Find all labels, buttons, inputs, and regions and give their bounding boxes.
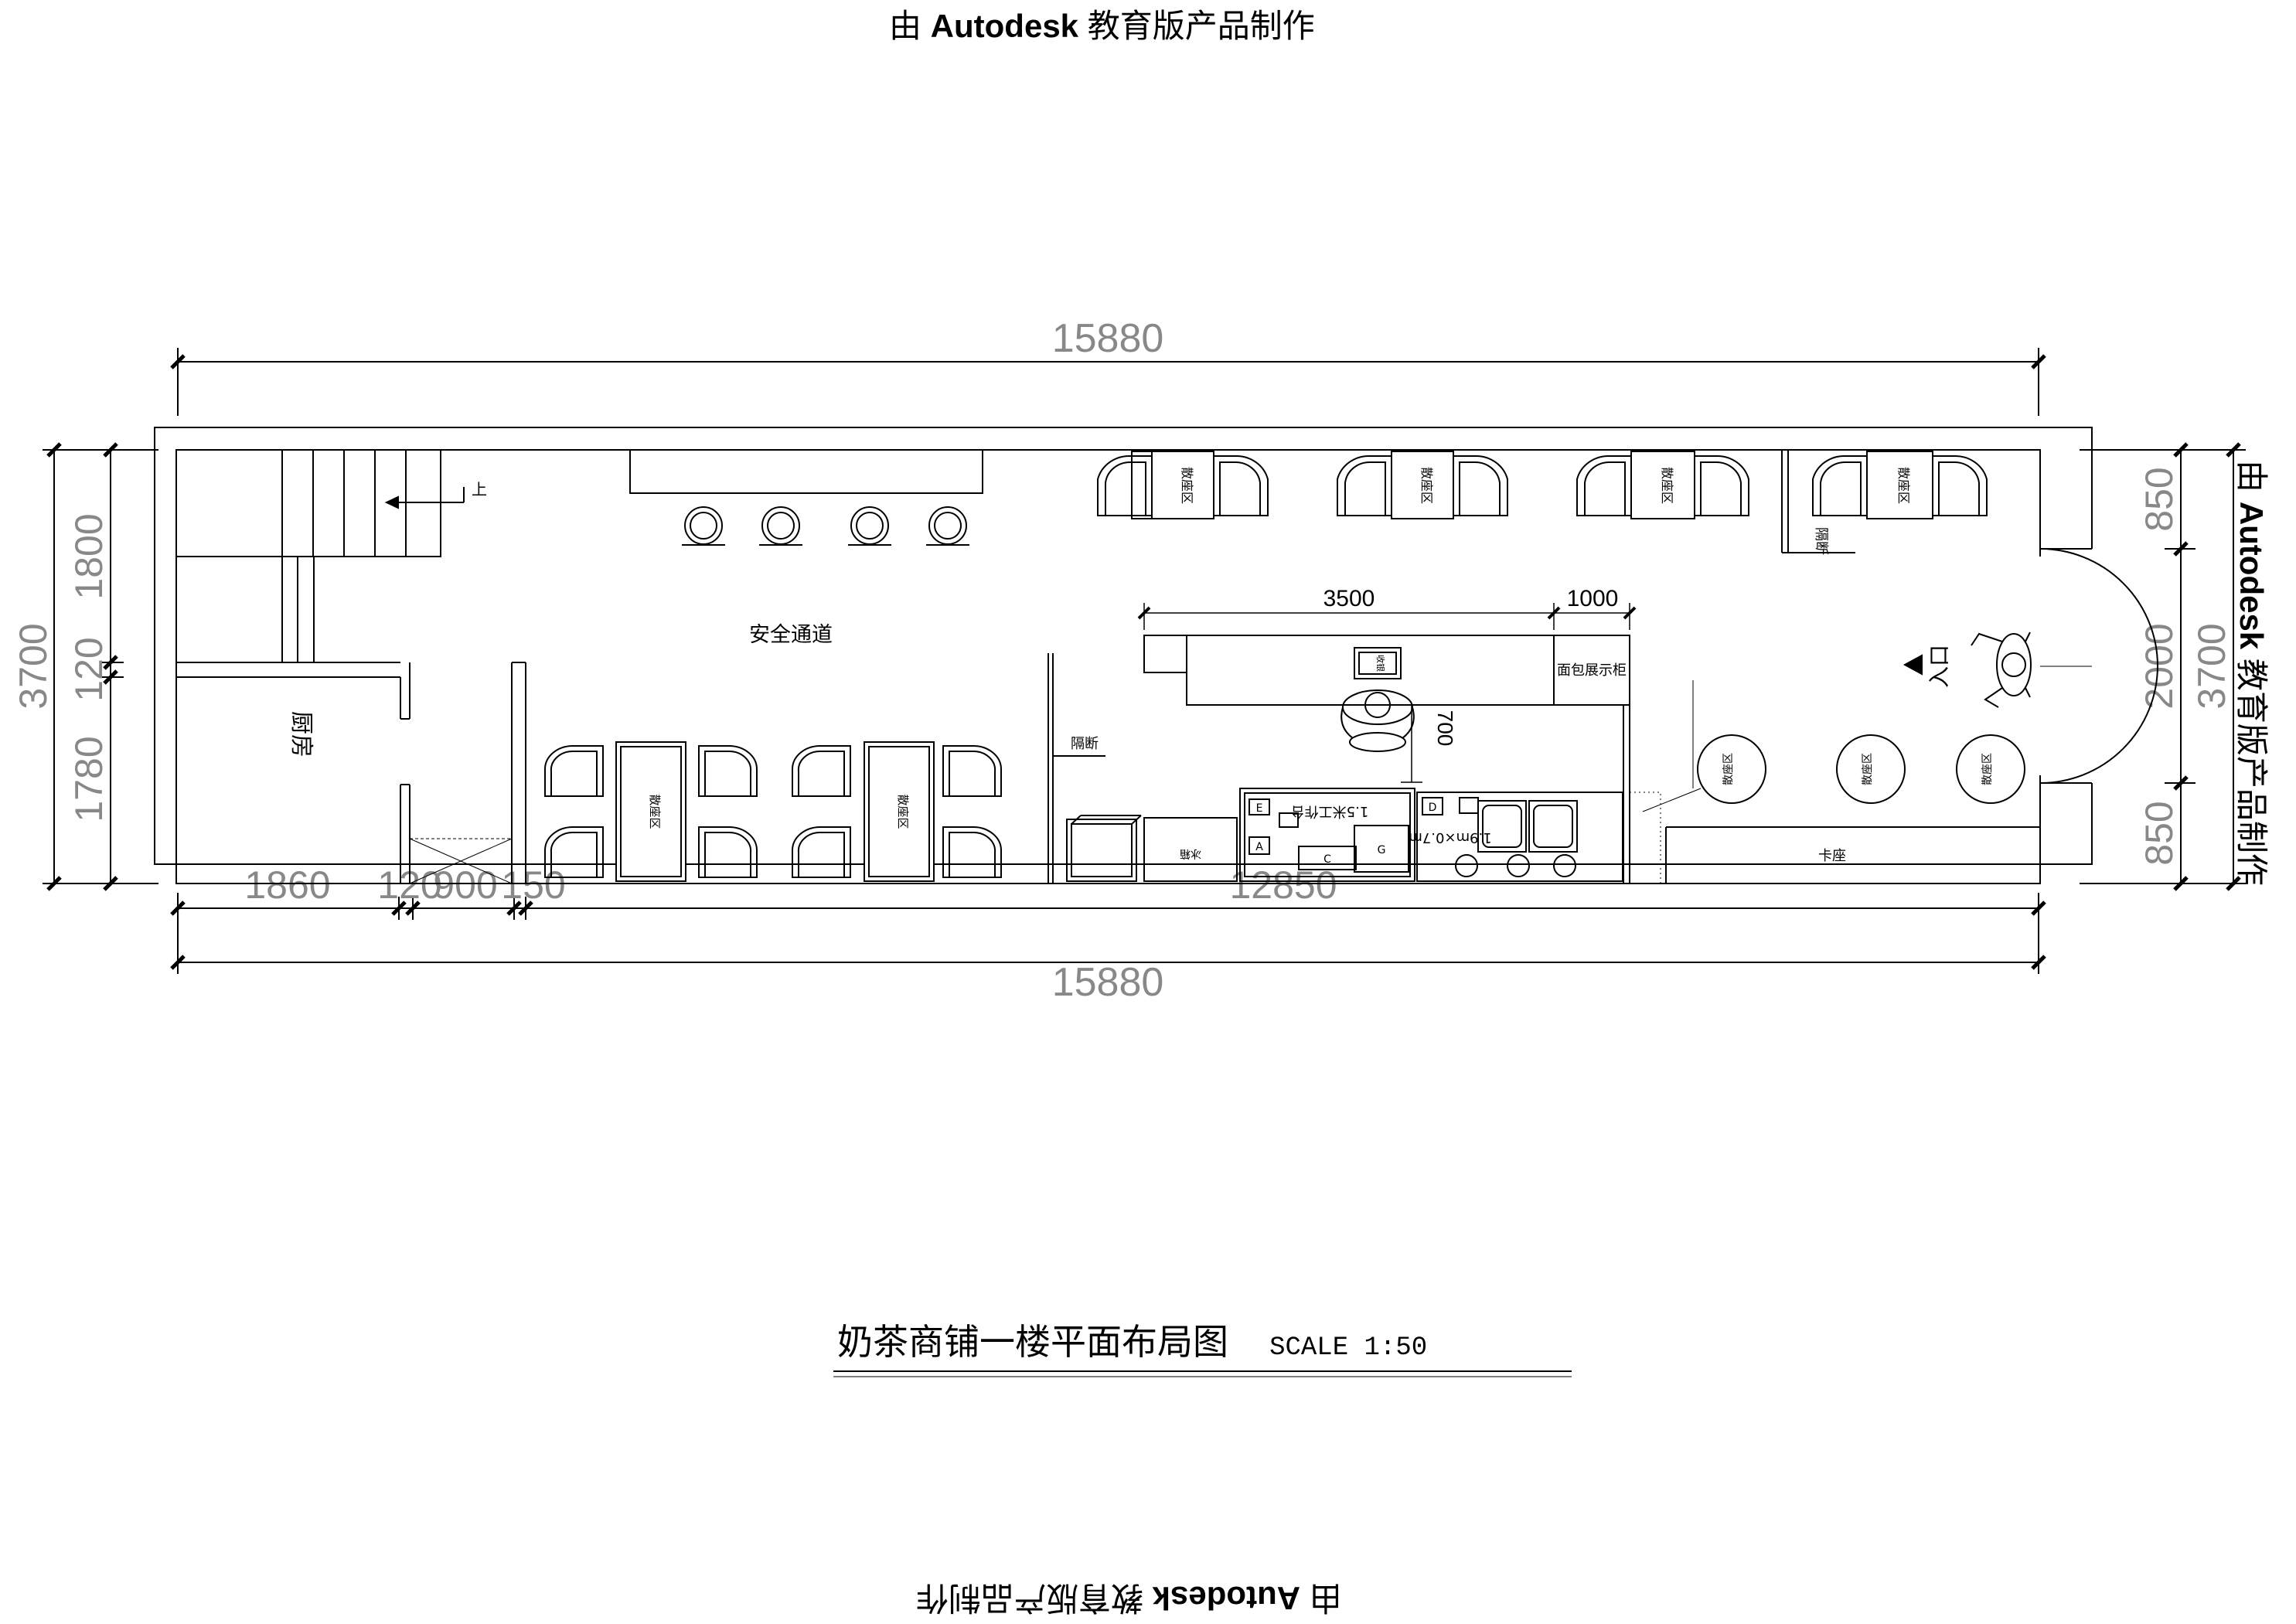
watermark-right: 由 Autodesk 教育版产品制作: [2233, 460, 2270, 886]
counter-note: 1.5米工作台: [1291, 803, 1369, 819]
left-seating: 散座区 散座区: [544, 741, 1002, 882]
right-dimension: 850 2000 850 3700: [2080, 442, 2246, 891]
bar-counter: [629, 449, 983, 546]
round-tables: 散座区 散座区 散座区: [1697, 734, 2025, 804]
entrance-label: 入口: [1926, 645, 1952, 688]
seat-group-3: [1576, 451, 1749, 519]
bar-equipment: 冰箱 E A C G 1.5米工作台 D 1.9m×0.7m: [1066, 788, 1702, 884]
stair-up-label: 上: [472, 480, 487, 499]
dim-seg-1860: 1860: [244, 863, 330, 907]
dim-right-2000: 2000: [2138, 623, 2181, 709]
watermark-top: 由 Autodesk 教育版产品制作: [889, 8, 1315, 44]
dim-right-850-top: 850: [2138, 467, 2181, 531]
seat-group-4: [1812, 451, 1988, 519]
dim-top-total: 15880: [1052, 316, 1164, 361]
dim-bottom-total: 15880: [1052, 960, 1164, 1005]
title-scale: SCALE 1:50: [1269, 1333, 1428, 1363]
dim-left-total: 3700: [12, 623, 55, 709]
fridge-label: 冰箱: [1180, 847, 1201, 860]
equip-a: A: [1255, 841, 1263, 853]
seat-group-6: 散座区: [792, 741, 1002, 882]
bench: 卡座: [1665, 826, 2040, 883]
seat-area-label: 散座区: [896, 794, 910, 829]
sink-note: 1.9m×0.7m: [1409, 829, 1491, 846]
drawing-title: 奶茶商铺一楼平面布局图 SCALE 1:50: [837, 1314, 1572, 1365]
seat-area-label: 散座区: [1180, 467, 1194, 504]
dim-seg-150: 150: [501, 863, 565, 907]
partition-label: 隔断: [1813, 527, 1829, 555]
cashier-label: 收银: [1375, 655, 1386, 672]
seat-area-label: 散座区: [1981, 753, 1994, 785]
seat-area-label: 散座区: [1419, 467, 1434, 504]
kitchen-label: 厨房: [288, 711, 315, 758]
bread-cabinet-label: 面包展示柜: [1557, 662, 1627, 679]
cashier: 收银: [1340, 647, 1415, 752]
seat-group-1: [1097, 451, 1269, 519]
top-dimension: 15880: [170, 316, 2046, 416]
dim-right-total: 3700: [2190, 623, 2233, 709]
seat-area-label: 散座区: [1660, 467, 1674, 504]
safety-passage-label: 安全通道: [749, 623, 833, 647]
seat-area-label: 散座区: [648, 794, 662, 829]
title-underline: [833, 1370, 1572, 1377]
title-main: 奶茶商铺一楼平面布局图: [837, 1321, 1228, 1363]
staircase: 上: [175, 449, 487, 720]
dim-right-850-bottom: 850: [2138, 801, 2181, 865]
counter-dim-3500: 3500: [1323, 586, 1375, 611]
bench-label: 卡座: [1818, 848, 1846, 864]
entrance-partition: 隔断: [1781, 450, 1855, 555]
dim-seg-12850: 12850: [1229, 863, 1337, 907]
seat-group-5: 散座区: [544, 741, 758, 882]
seat-area-label: 散座区: [1896, 467, 1911, 504]
left-dimension: 1800 120 1780 3700: [12, 442, 158, 891]
dim-seg-900: 900: [433, 863, 497, 907]
partitions: 隔断: [1048, 653, 1105, 883]
seat-area-label: 散座区: [1722, 753, 1735, 785]
dim-left-1780: 1780: [67, 736, 111, 822]
kitchen: 厨房: [288, 662, 526, 884]
service-counter: 面包展示柜: [1143, 635, 1630, 883]
entrance-doors: [2039, 548, 2158, 784]
counter-dim-1000: 1000: [1567, 586, 1619, 611]
seat-group-2: [1337, 451, 1508, 519]
watermark-bottom: 由 Autodesk 教育版产品制作: [916, 1580, 1342, 1616]
dim-left-120: 120: [67, 637, 111, 701]
watermark-left: 由 Autodesk 教育版产品制作: [0, 460, 5, 886]
equip-c: C: [1323, 853, 1331, 866]
seat-area-label: 散座区: [1862, 753, 1874, 785]
dim-left-1800: 1800: [67, 513, 111, 599]
entrance-person: 入口: [1903, 632, 2032, 708]
bottom-dimension: 1860 120 900 150 12850 15880: [170, 863, 2046, 1005]
counter-dim-700: 700: [1433, 710, 1457, 747]
equip-d: D: [1429, 802, 1437, 814]
equip-e: E: [1256, 802, 1263, 815]
top-seating: 散座区 散座区 散座区 散座区: [1097, 451, 1988, 519]
equip-g: G: [1378, 844, 1386, 856]
partition-label-2: 隔断: [1071, 736, 1099, 752]
